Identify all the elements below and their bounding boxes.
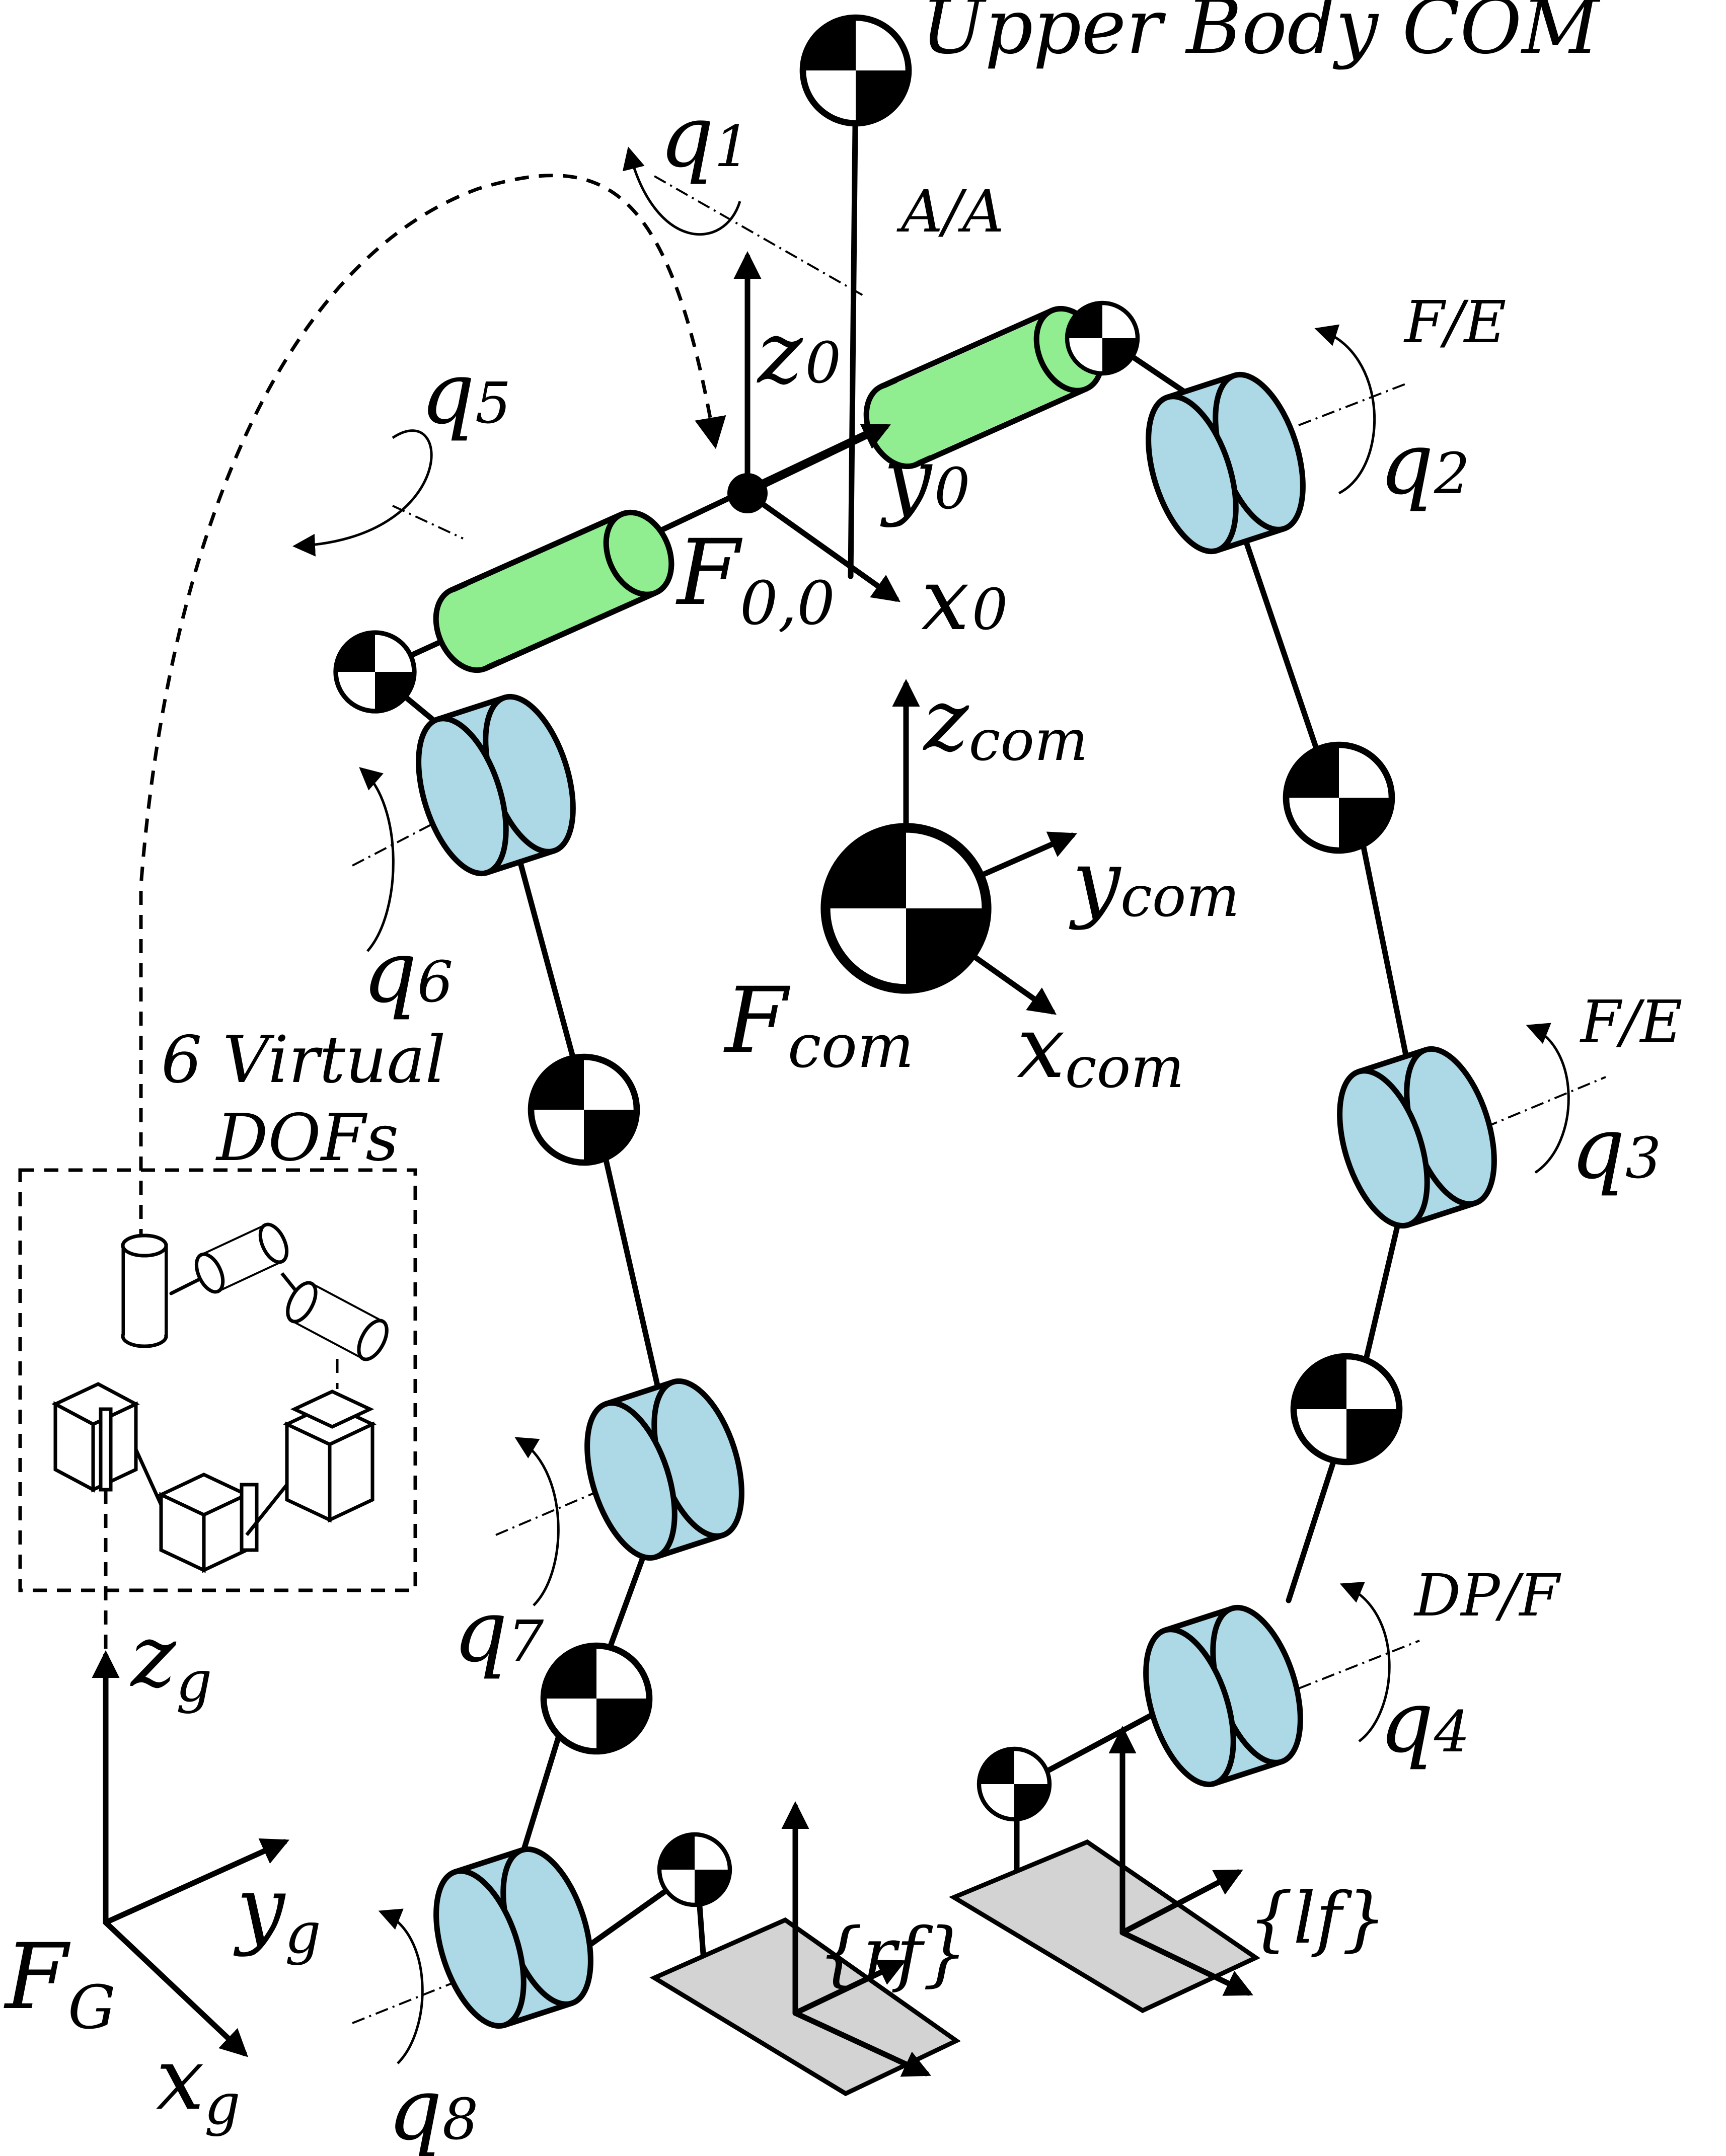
- foot-left: [949, 1726, 1261, 2014]
- virtual-joint-icon: [282, 1390, 377, 1523]
- aa-label: A/A: [896, 178, 1004, 246]
- z0-label: z0: [757, 303, 841, 403]
- rotation-arrow-icon: [514, 1437, 560, 1606]
- frame-fg: [92, 1650, 290, 2057]
- svg-text:DP/F: DP/F: [1413, 1562, 1561, 1630]
- com-marker-icon: [659, 1834, 730, 1905]
- svg-text:DOFs: DOFs: [215, 1101, 399, 1176]
- svg-text:{lf}: {lf}: [1248, 1878, 1387, 1960]
- joint-cylinder-icon: [416, 694, 576, 877]
- rotation-arrow-icon: [622, 146, 741, 236]
- virtual-dofs-line1: 6 Virtual: [161, 1023, 446, 1098]
- rotation-arrow-icon: [378, 1908, 424, 2064]
- com-marker-icon: [1286, 745, 1392, 851]
- joint-cylinder-icon: [1337, 1046, 1497, 1229]
- com-marker-icon: [803, 18, 909, 123]
- virtual-dofs-box: [18, 1168, 417, 1592]
- x0-label: x0: [921, 550, 1008, 650]
- yg-label: yg: [233, 1859, 321, 1966]
- upper-body-com-label: Upper Body COM: [921, 0, 1601, 71]
- rotation-arrow-icon: [1314, 324, 1376, 495]
- ycom-label: ycom: [1069, 832, 1240, 932]
- rotation-arrow-icon: [292, 429, 433, 557]
- com-marker-icon: [1294, 1356, 1399, 1462]
- svg-text:6 Virtual: 6 Virtual: [161, 1023, 446, 1098]
- com-marker-icon: [1067, 303, 1138, 373]
- q4-label: q4: [1379, 1672, 1470, 1772]
- dpf-label: DP/F: [1413, 1562, 1561, 1630]
- com-marker-icon: [544, 1646, 649, 1751]
- rotation-arrow-icon: [1526, 1023, 1570, 1174]
- virtual-joint-icon: [121, 1234, 203, 1348]
- joint-cylinder-icon: [433, 1846, 593, 2029]
- xg-label: xg: [156, 2030, 241, 2137]
- q6-label: q6: [362, 922, 453, 1022]
- com-marker-icon: [336, 633, 414, 711]
- joint-cylinders: [416, 371, 1497, 2029]
- lf-label: {lf}: [1248, 1878, 1387, 1960]
- virtual-joint-icon: [286, 1281, 389, 1361]
- svg-text:{rf}: {rf}: [818, 1913, 967, 1995]
- zg-label: zg: [130, 1607, 212, 1715]
- virtual-dofs-line2: DOFs: [215, 1101, 399, 1176]
- q7-label: q7: [453, 1582, 544, 1681]
- com-marker-icon: [531, 1057, 637, 1163]
- fcom-label: Fcom: [723, 968, 914, 1082]
- svg-text:F/E: F/E: [1403, 289, 1507, 356]
- q1-label: q1: [659, 87, 750, 187]
- y0-label: y0: [880, 429, 970, 529]
- fg-label: FG: [4, 1924, 116, 2043]
- rotation-arrows: [292, 146, 1570, 2064]
- rf-label: {rf}: [818, 1913, 967, 1995]
- svg-text:A/A: A/A: [896, 178, 1004, 246]
- f00-label: F0,0: [676, 520, 835, 639]
- fe-top-label: F/E: [1403, 289, 1507, 356]
- joint-cylinder-icon: [584, 1378, 744, 1561]
- q5-label: q5: [420, 344, 511, 443]
- svg-text:Upper Body COM: Upper Body COM: [921, 0, 1601, 71]
- com-marker-icon: [979, 1749, 1049, 1819]
- foot-right: [649, 1801, 961, 2097]
- fe-mid-label: F/E: [1580, 988, 1683, 1056]
- com-marker-icon: [826, 828, 987, 989]
- joint-cylinder-icon: [1143, 1604, 1303, 1788]
- virtual-joint-icon: [194, 1222, 289, 1294]
- text-labels: Upper Body COM A/A F/E F/E DP/F 6 Virtua…: [4, 0, 1683, 2156]
- q3-label: q3: [1570, 1099, 1661, 1198]
- frame-f00: [727, 251, 900, 602]
- virtual-joint-icon: [51, 1382, 140, 1493]
- svg-text:F/E: F/E: [1580, 988, 1683, 1056]
- virtual-joint-icon: [157, 1473, 259, 1573]
- rotation-arrow-icon: [359, 767, 395, 952]
- joint-cylinder-icon: [1146, 371, 1306, 555]
- q2-label: q2: [1379, 414, 1470, 514]
- xcom-label: xcom: [1017, 998, 1184, 1101]
- zcom-label: zcom: [923, 671, 1088, 774]
- virtual-link: [104, 174, 726, 1661]
- q8-label: q8: [388, 2060, 478, 2156]
- rotation-arrow-icon: [1339, 1582, 1391, 1742]
- hip-actuator-left: [433, 509, 674, 673]
